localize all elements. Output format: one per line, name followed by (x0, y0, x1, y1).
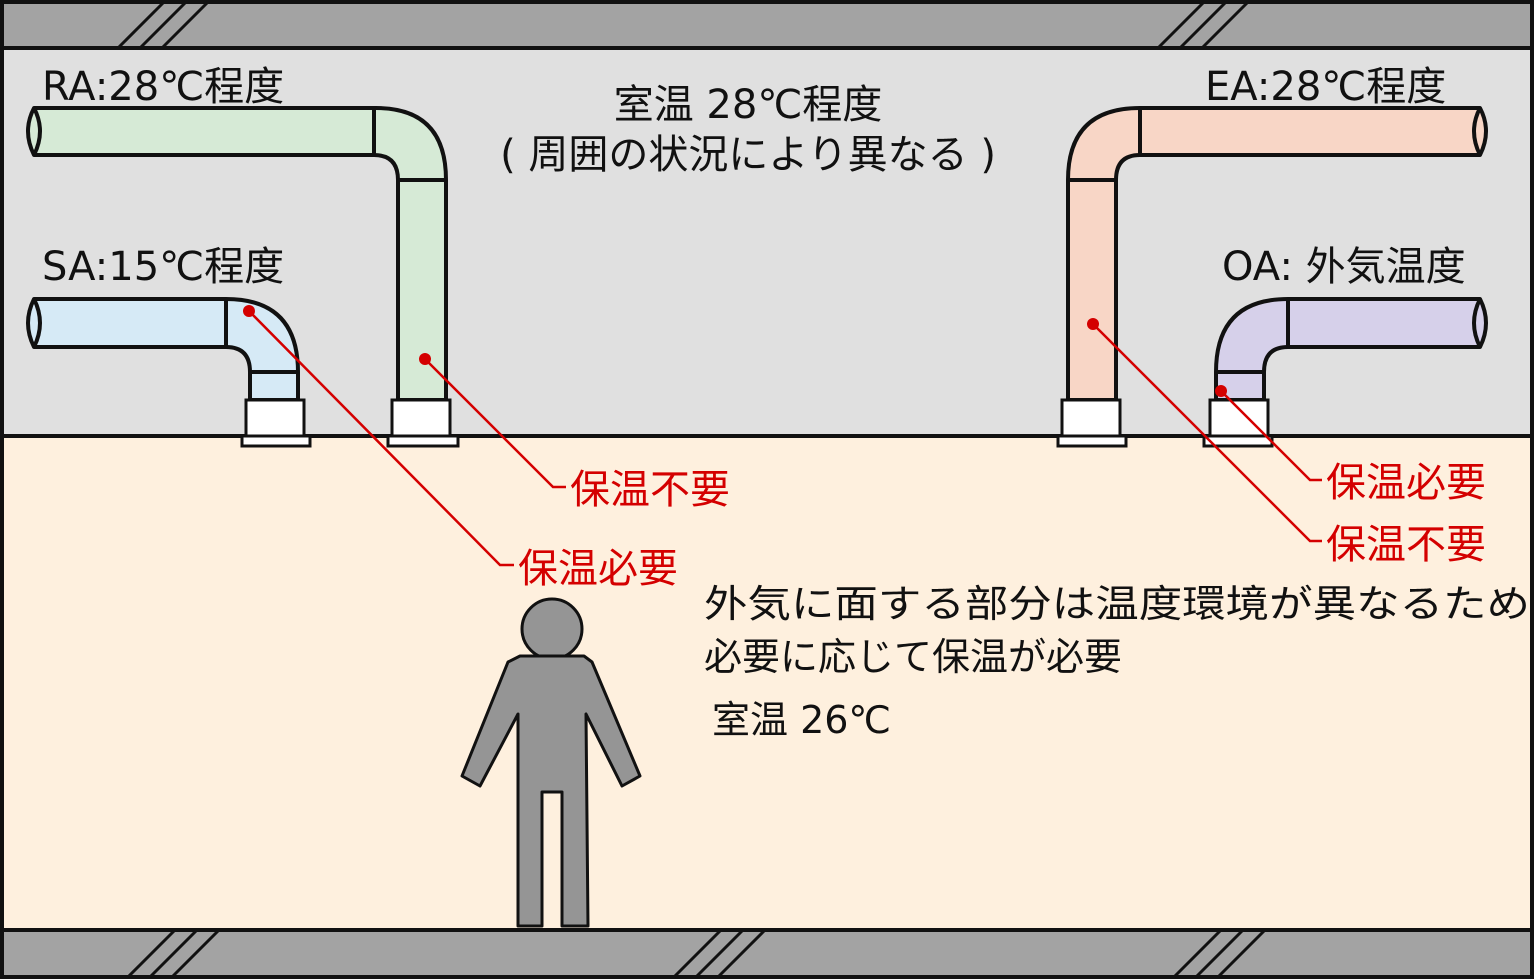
oa-callout: 保温必要 (1326, 460, 1486, 506)
ceiling-temp-line1: 室温 28℃程度 (614, 82, 883, 128)
ra-callout: 保温不要 (570, 467, 730, 513)
ra-diffuser (386, 398, 460, 448)
room-space (0, 434, 1534, 932)
sa-label: SA:15℃程度 (42, 244, 284, 290)
ea-callout: 保温不要 (1326, 522, 1486, 568)
ea-duct (1066, 106, 1488, 402)
ea-label: EA:28℃程度 (1205, 64, 1446, 110)
oa-duct-cut-end (1472, 298, 1482, 348)
room-note-line1: 外気に面する部分は温度環境が異なるため (704, 582, 1530, 626)
sa-duct (26, 297, 300, 402)
ra-duct (26, 106, 448, 402)
oa-label: OA: 外気温度 (1222, 244, 1466, 290)
ra-label: RA:28℃程度 (42, 64, 284, 110)
room-note-line2: 必要に応じて保温が必要 (704, 635, 1122, 679)
ea-diffuser (1056, 398, 1128, 448)
sa-diffuser (240, 398, 312, 448)
sa-callout: 保温必要 (518, 546, 678, 592)
ceiling-slab (0, 0, 1534, 50)
sa-duct-cut-end (32, 298, 42, 348)
ceiling-temp-line2: ( 周囲の状況により異なる ) (500, 132, 996, 178)
ra-duct-cut-end (32, 107, 42, 156)
ea-duct-cut-end (1472, 107, 1482, 156)
room-temp: 室温 26℃ (712, 698, 891, 742)
oa-duct (1214, 297, 1488, 402)
slab-break-marks (116, 0, 1266, 979)
person-icon (460, 597, 642, 928)
oa-diffuser (1202, 398, 1274, 448)
callout-leaders (243, 305, 1322, 567)
floor-slab (0, 928, 1534, 979)
